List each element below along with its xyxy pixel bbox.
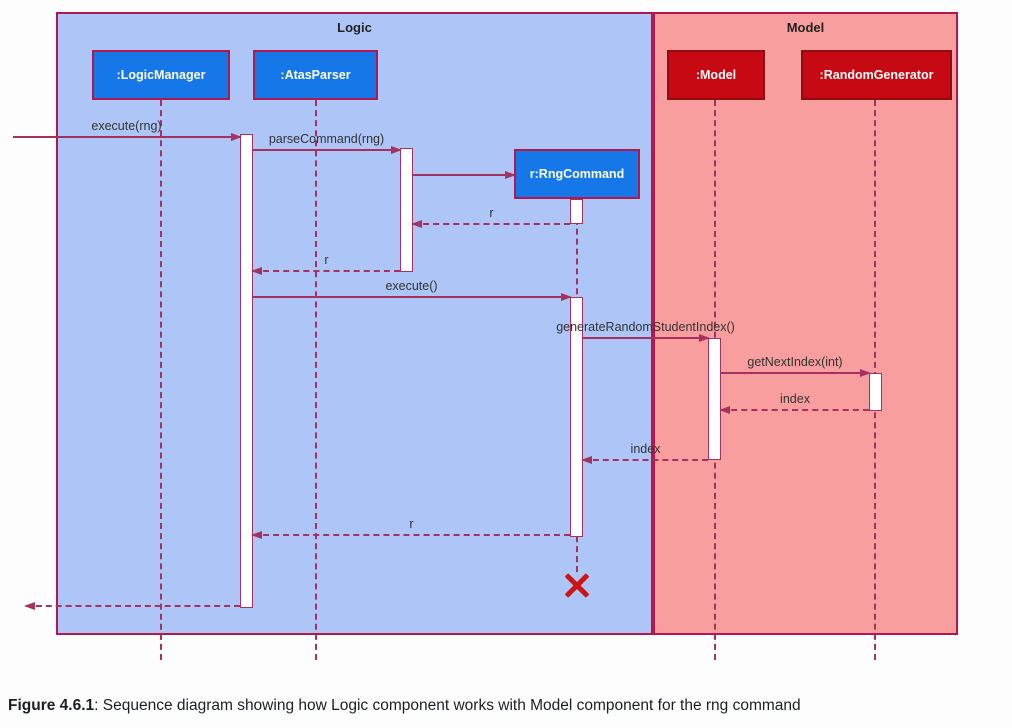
message-parsecommand-rng: parseCommand(rng) xyxy=(253,132,402,154)
message-create-rngcommand xyxy=(413,171,516,179)
message-return-index-to-model-label: index xyxy=(780,392,810,406)
activation-rngcommand-create xyxy=(570,199,583,224)
message-execute-label: execute() xyxy=(385,279,438,293)
destroy-x-icon xyxy=(562,570,592,600)
message-generaterandomstudentindex-label: generateRandomStudentIndex() xyxy=(556,320,735,334)
message-execute: execute() xyxy=(253,279,572,301)
message-execute-rng-label: execute(rng) xyxy=(91,119,162,133)
message-return-index-to-rngcommand: index xyxy=(581,442,708,464)
message-parsecommand-rng-label: parseCommand(rng) xyxy=(268,132,385,146)
arrowhead-icon xyxy=(561,293,572,301)
figure-caption-text: : Sequence diagram showing how Logic com… xyxy=(94,697,801,714)
participant-randomgenerator: :RandomGenerator xyxy=(801,50,952,100)
arrowhead-icon xyxy=(391,146,402,154)
message-return-index-to-model: index xyxy=(719,392,869,414)
arrowhead-icon xyxy=(719,406,730,414)
activation-rngcommand-execute xyxy=(570,297,583,537)
arrowhead-icon xyxy=(411,220,422,228)
arrowhead-icon xyxy=(251,267,262,275)
lifeline-atasparser xyxy=(315,100,317,660)
message-getnextindex: getNextIndex(int) xyxy=(721,355,871,377)
figure-caption-number: Figure 4.6.1 xyxy=(8,697,95,714)
activation-model xyxy=(708,338,721,460)
message-return-exit xyxy=(24,602,240,610)
arrowhead-icon xyxy=(251,531,262,539)
lifeline-logicmanager xyxy=(160,100,162,660)
message-return-r-to-atasparser: r xyxy=(411,206,570,228)
arrowhead-icon xyxy=(505,171,516,179)
frame-logic: Logic xyxy=(56,12,653,635)
activation-logicmanager xyxy=(240,134,253,608)
message-return-r-final: r xyxy=(251,517,570,539)
arrowhead-icon xyxy=(860,369,871,377)
participant-model: :Model xyxy=(667,50,765,100)
arrowhead-icon xyxy=(581,456,592,464)
message-execute-rng: execute(rng) xyxy=(13,119,242,141)
arrowhead-icon xyxy=(24,602,35,610)
frame-model-title: Model xyxy=(786,20,825,35)
participant-model-label: :Model xyxy=(695,68,737,82)
arrowhead-icon xyxy=(231,133,242,141)
message-getnextindex-label: getNextIndex(int) xyxy=(747,355,843,369)
activation-randomgenerator xyxy=(869,373,882,411)
participant-randomgenerator-label: :RandomGenerator xyxy=(819,68,934,82)
participant-atasparser: :AtasParser xyxy=(253,50,378,100)
participant-atasparser-label: :AtasParser xyxy=(280,68,351,82)
frame-model: Model xyxy=(653,12,958,635)
message-generaterandomstudentindex: generateRandomStudentIndex() xyxy=(556,320,735,342)
participant-logicmanager-label: :LogicManager xyxy=(116,68,206,82)
frame-logic-title: Logic xyxy=(337,20,372,35)
message-return-r-final-label: r xyxy=(409,517,414,531)
participant-rngcommand: r:RngCommand xyxy=(514,149,640,199)
participant-logicmanager: :LogicManager xyxy=(92,50,230,100)
message-return-index-to-rngcommand-label: index xyxy=(630,442,661,456)
message-return-r-to-logicmanager: r xyxy=(251,253,400,275)
participant-rngcommand-label: r:RngCommand xyxy=(529,167,625,181)
figure-caption: Figure 4.6.1: Sequence diagram showing h… xyxy=(8,697,801,715)
message-return-r-to-atasparser-label: r xyxy=(489,206,494,220)
arrowhead-icon xyxy=(699,334,710,342)
activation-atasparser xyxy=(400,148,413,272)
message-return-r-to-logicmanager-label: r xyxy=(324,253,329,267)
